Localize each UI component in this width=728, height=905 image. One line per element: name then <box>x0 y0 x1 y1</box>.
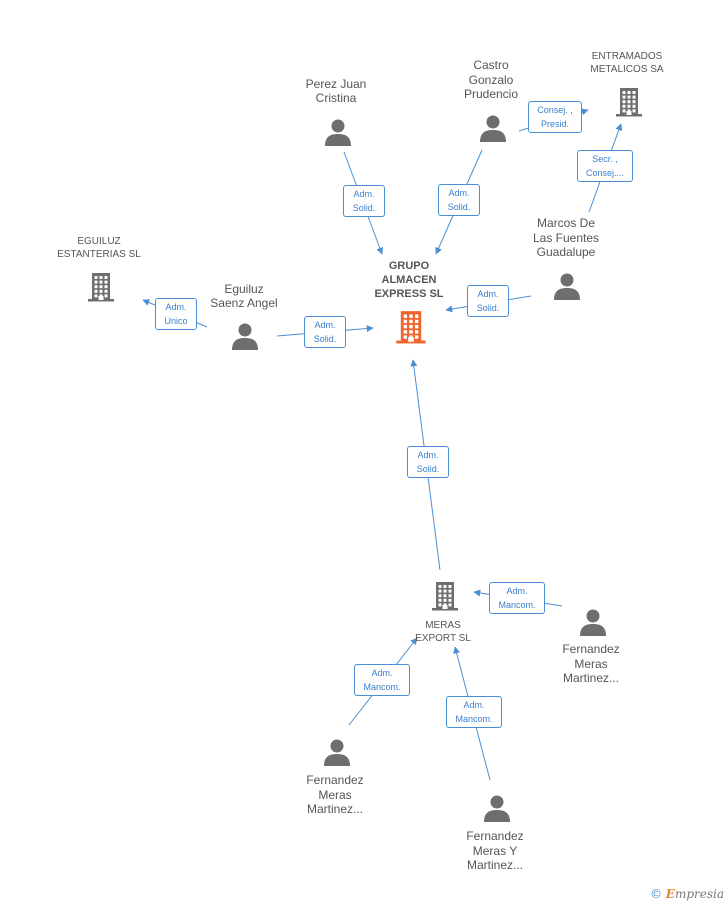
person-icon[interactable] <box>482 793 512 823</box>
node-label-fern3[interactable]: Fernandez Meras Y Martinez... <box>466 829 524 873</box>
edge-label-castro-entramados[interactable]: Consej. , Presid. <box>528 101 582 133</box>
brand-logo: © Empresia <box>650 887 724 901</box>
node-label-perez[interactable]: Perez Juan Cristina <box>305 76 367 106</box>
node-label-eguiluz_sl[interactable]: EGUILUZ ESTANTERIAS SL <box>57 236 141 260</box>
edge-label-fern1-meras[interactable]: Adm. Mancom. <box>489 582 545 614</box>
copyright-symbol: © <box>649 887 662 901</box>
building-icon[interactable] <box>394 310 428 344</box>
person-icon[interactable] <box>230 321 260 351</box>
node-label-fern2[interactable]: Fernandez Meras Martinez... <box>306 773 364 817</box>
person-icon[interactable] <box>552 271 582 301</box>
node-label-castro[interactable]: Castro Gonzalo Prudencio <box>463 58 519 102</box>
edge-label-castro-grupo[interactable]: Adm. Solid. <box>438 184 480 216</box>
node-label-marcos[interactable]: Marcos De Las Fuentes Guadalupe <box>532 216 600 260</box>
edge-label-eguiluz_p-eguiluz_sl[interactable]: Adm. Unico <box>155 298 197 330</box>
person-icon[interactable] <box>478 113 508 143</box>
node-label-entramados[interactable]: ENTRAMADOS METALICOS SA <box>590 51 664 75</box>
edge-label-marcos-grupo[interactable]: Adm. Solid. <box>467 285 509 317</box>
edge-label-meras-grupo[interactable]: Adm. Solid. <box>407 446 449 478</box>
node-label-meras[interactable]: MERAS EXPORT SL <box>415 620 471 644</box>
edge-label-eguiluz_p-grupo[interactable]: Adm. Solid. <box>304 316 346 348</box>
node-label-fern1[interactable]: Fernandez Meras Martinez... <box>562 642 620 686</box>
building-icon[interactable] <box>86 272 116 302</box>
person-icon[interactable] <box>322 737 352 767</box>
brand-initial: E <box>665 887 675 901</box>
building-icon[interactable] <box>430 581 460 611</box>
edge-label-perez-grupo[interactable]: Adm. Solid. <box>343 185 385 217</box>
person-icon[interactable] <box>323 117 353 147</box>
node-label-eguiluz_p[interactable]: Eguiluz Saenz Angel <box>210 281 278 311</box>
person-icon[interactable] <box>578 607 608 637</box>
brand-name: mpresia <box>674 887 724 901</box>
edge-label-marcos-entramados[interactable]: Secr. , Consej.... <box>577 150 633 182</box>
edge-label-fern3-meras[interactable]: Adm. Mancom. <box>446 696 502 728</box>
building-icon[interactable] <box>614 87 644 117</box>
node-label-grupo[interactable]: GRUPO ALMACEN EXPRESS SL <box>374 260 444 300</box>
edge-label-fern2-meras[interactable]: Adm. Mancom. <box>354 664 410 696</box>
